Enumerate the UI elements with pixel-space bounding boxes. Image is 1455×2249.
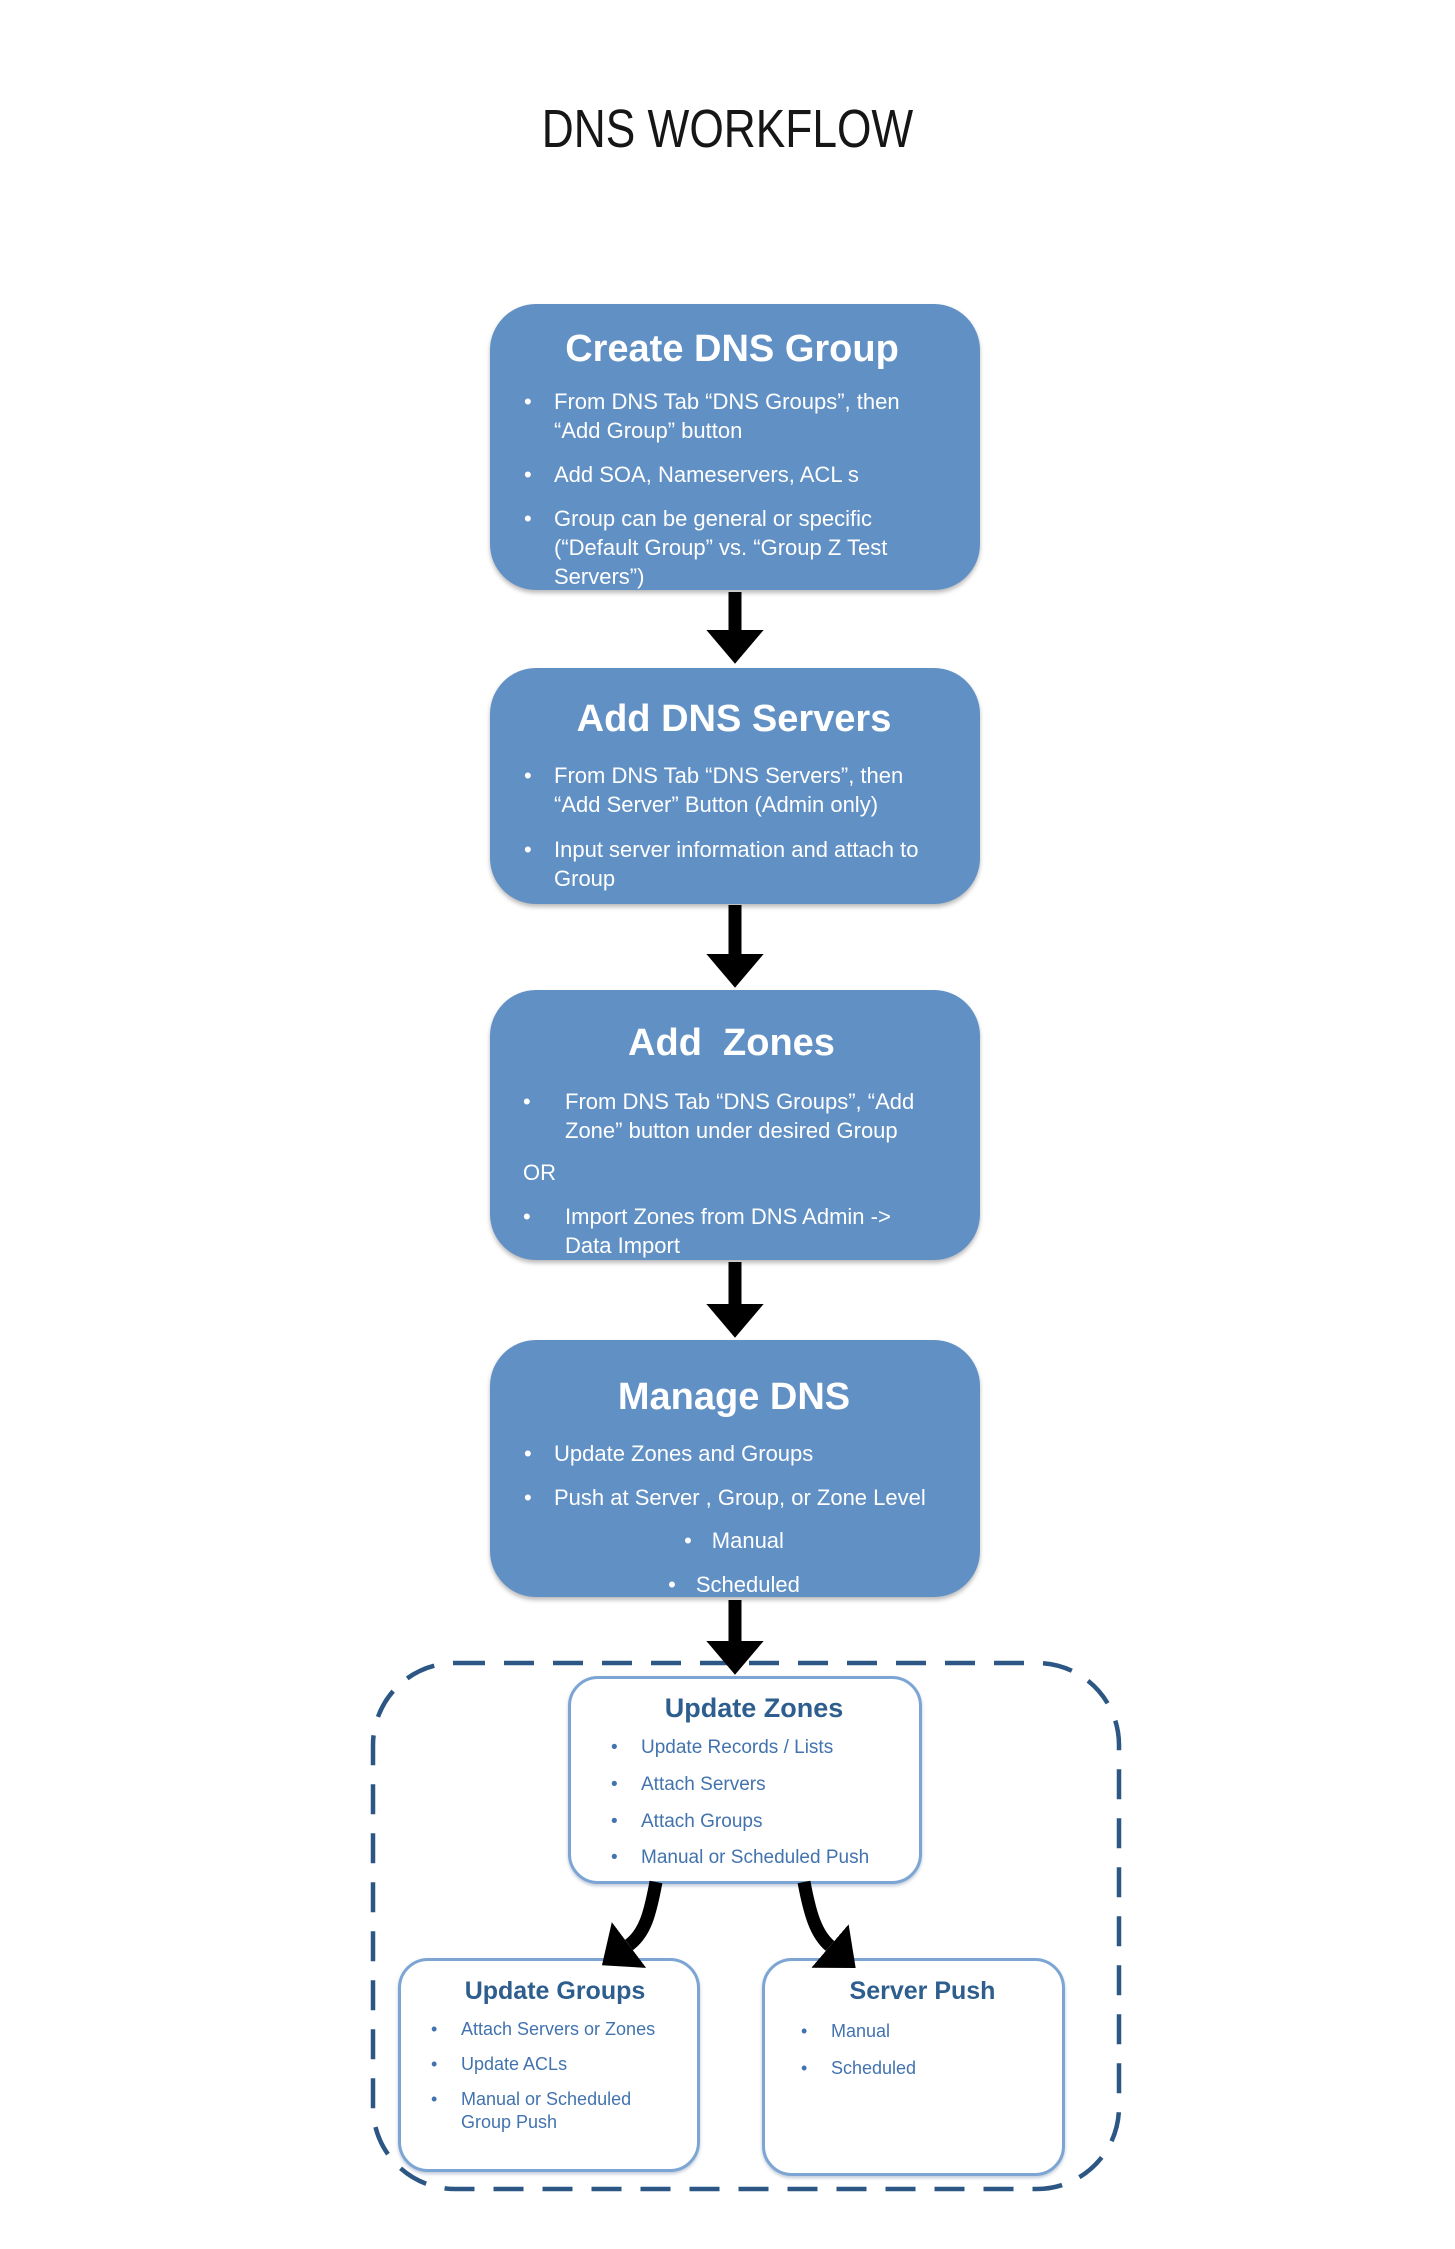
bullet-text: Update ACLs xyxy=(461,2054,568,2075)
bullet-marker: • xyxy=(431,2019,438,2039)
bullet-text: Scheduled xyxy=(831,2058,917,2079)
bullet-marker: • xyxy=(668,1571,676,1597)
bullet-text: Add SOA, Nameservers, ACL s xyxy=(554,462,859,488)
box-title: Update Groups xyxy=(464,1977,646,2005)
bullet-text: Manual or Scheduled Push xyxy=(641,1847,870,1869)
bullet-item: • From DNS Tab “DNS Groups”, then “Add G… xyxy=(524,387,940,445)
bullet-marker: • xyxy=(431,2089,438,2110)
bullet-marker: • xyxy=(611,1847,618,1869)
detail-box-server-push: Server Push • Manual • Scheduled xyxy=(762,1958,1065,2176)
flow-box-manage-dns: Manage DNS • Update Zones and Groups • P… xyxy=(490,1340,980,1597)
bullet-item: • Attach Groups xyxy=(611,1810,897,1834)
bullet-marker: • xyxy=(611,1810,618,1832)
bullet-item: • Attach Servers xyxy=(611,1773,897,1797)
bullet-item: • Push at Server , Group, or Zone Level xyxy=(524,1483,944,1512)
bullet-text: Update Zones and Groups xyxy=(554,1441,814,1466)
bullet-text: Input server information and attach to G… xyxy=(554,837,925,892)
bullet-item: • Scheduled xyxy=(801,2057,1044,2080)
or-label: OR xyxy=(523,1160,556,1186)
bullet-text: Manual xyxy=(831,2021,891,2041)
bullet-item: • Attach Servers or Zones xyxy=(431,2018,679,2041)
bullet-text: Group can be general or specific (“Defau… xyxy=(554,506,894,590)
bullet-marker: • xyxy=(684,1528,692,1554)
bullet-marker: • xyxy=(524,763,532,788)
bullet-marker: • xyxy=(524,506,532,532)
sub-bullet-item: • Manual xyxy=(524,1527,944,1556)
bullet-text: Attach Servers or Zones xyxy=(461,2019,656,2039)
bullet-text: From DNS Tab “DNS Groups”, then “Add Gro… xyxy=(554,389,906,444)
bullet-item: • Group can be general or specific (“Def… xyxy=(524,504,940,591)
sub-bullet-text: Manual xyxy=(711,1528,784,1554)
box-title: Server Push xyxy=(849,1977,996,2005)
sub-bullet-text: Scheduled xyxy=(695,1571,800,1597)
box-title: Manage DNS xyxy=(617,1376,851,1418)
page-title: DNS WORKFLOW xyxy=(541,99,914,159)
bullet-item: • Input server information and attach to… xyxy=(524,835,944,893)
bullet-item: • Update ACLs xyxy=(431,2053,679,2076)
bullet-text: Push at Server , Group, or Zone Level xyxy=(554,1485,926,1511)
bullet-marker: • xyxy=(524,837,532,863)
bullet-marker: • xyxy=(524,1441,532,1466)
bullet-item: • Update Records / Lists xyxy=(611,1736,897,1760)
box-title: Update Zones xyxy=(664,1693,844,1723)
bullet-text: Import Zones from DNS Admin -> Data Impo… xyxy=(565,1203,897,1258)
bullet-marker: • xyxy=(524,462,532,488)
bullet-text: Attach Servers xyxy=(641,1773,766,1795)
bullet-text: Attach Groups xyxy=(641,1810,763,1832)
bullet-item: • From DNS Tab “DNS Groups”, “Add Zone” … xyxy=(523,1087,940,1145)
bullet-item: • Add SOA, Nameservers, ACL s xyxy=(524,460,940,489)
bullet-item: • Manual xyxy=(801,2020,1044,2043)
box-title: Add Zones xyxy=(628,1022,835,1064)
sub-bullet-item: • Scheduled xyxy=(524,1571,944,1600)
bullet-text: From DNS Tab “DNS Groups”, “Add Zone” bu… xyxy=(565,1089,921,1144)
flow-box-add-dns-servers: Add DNS Servers • From DNS Tab “DNS Serv… xyxy=(490,668,980,904)
arrow-update-zones-to-update-groups xyxy=(601,1880,663,1968)
bullet-marker: • xyxy=(801,2021,808,2041)
bullet-marker: • xyxy=(611,1737,618,1758)
bullet-marker: • xyxy=(431,2054,438,2075)
bullet-marker: • xyxy=(524,389,532,414)
bullet-item: • Manual or Scheduled Push xyxy=(611,1846,897,1870)
bullet-marker: • xyxy=(801,2058,808,2079)
bullet-marker: • xyxy=(611,1773,618,1795)
bullet-item: • Update Zones and Groups xyxy=(524,1439,944,1468)
bullet-item: • From DNS Tab “DNS Servers”, then “Add … xyxy=(524,761,944,819)
bullet-item: • Import Zones from DNS Admin -> Data Im… xyxy=(523,1202,940,1260)
bullet-marker: • xyxy=(524,1485,532,1511)
flow-box-add-zones: Add Zones • From DNS Tab “DNS Groups”, “… xyxy=(490,990,980,1260)
bullet-marker: • xyxy=(523,1089,531,1114)
bullet-text: Update Records / Lists xyxy=(641,1737,834,1758)
bullet-text: Manual or Scheduled Group Push xyxy=(461,2089,637,2133)
detail-box-update-zones: Update Zones • Update Records / Lists • … xyxy=(568,1676,922,1884)
flow-box-create-dns-group: Create DNS Group • From DNS Tab “DNS Gro… xyxy=(490,304,980,590)
bullet-item: • Manual or Scheduled Group Push xyxy=(431,2088,679,2134)
arrow-update-zones-to-server-push xyxy=(797,1880,856,1969)
box-title: Add DNS Servers xyxy=(576,698,892,740)
bullet-text: From DNS Tab “DNS Servers”, then “Add Se… xyxy=(554,763,910,818)
detail-box-update-groups: Update Groups • Attach Servers or Zones … xyxy=(398,1958,700,2172)
bullet-marker: • xyxy=(523,1203,531,1229)
box-title: Create DNS Group xyxy=(565,328,899,370)
